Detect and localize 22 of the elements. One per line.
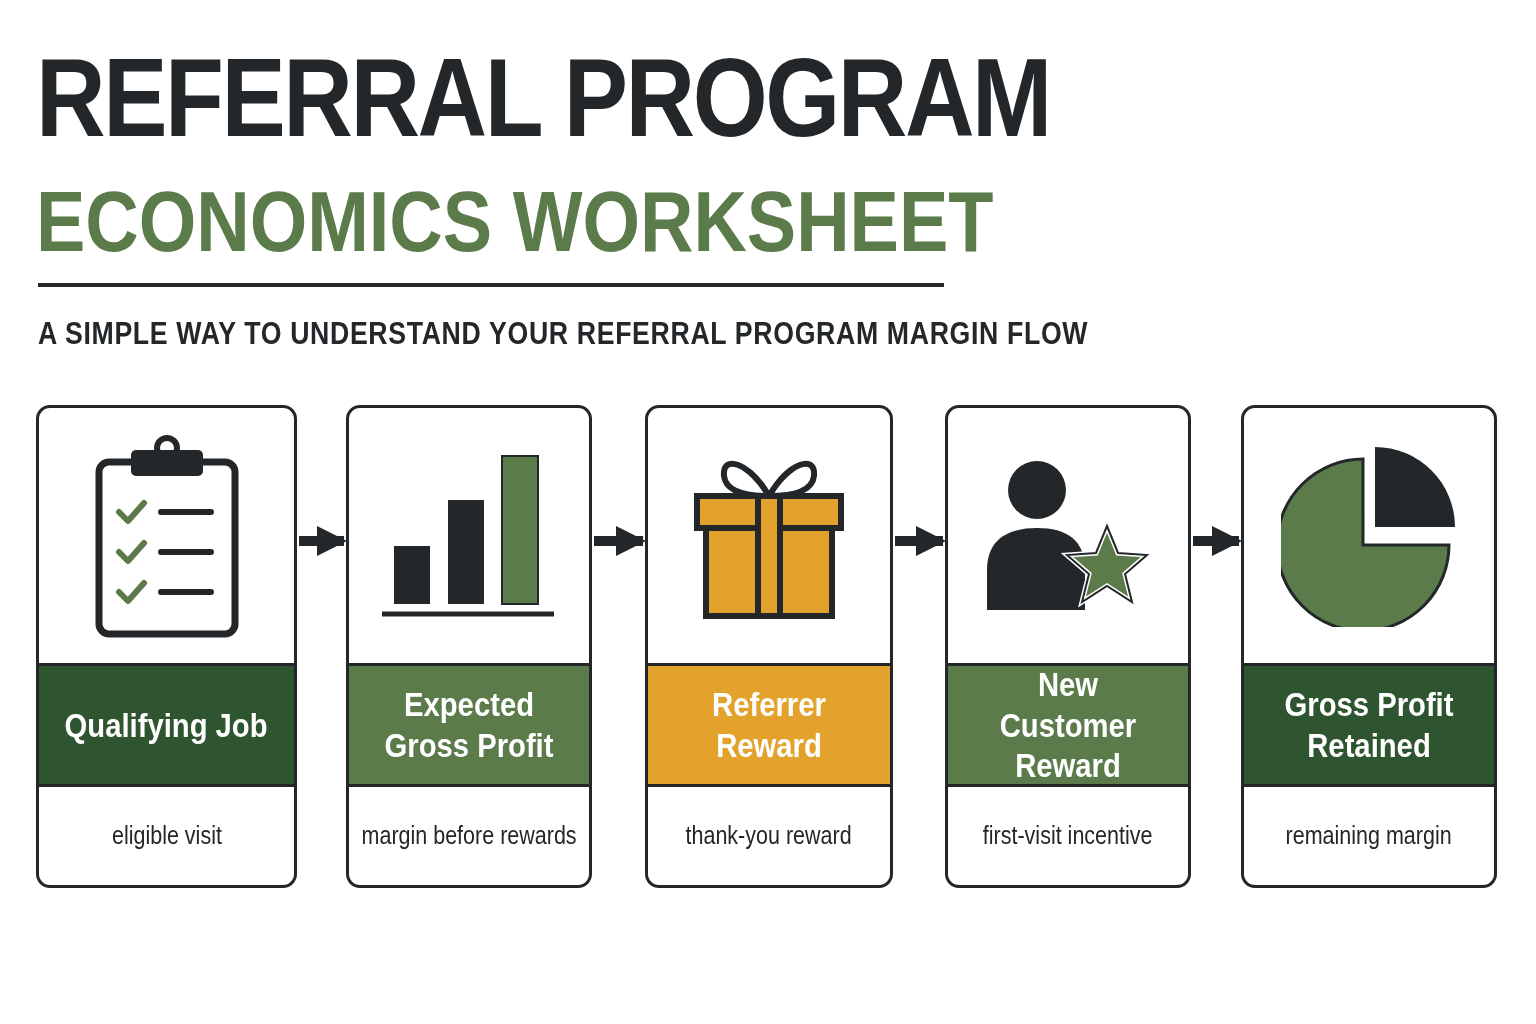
title: REFERRAL PROGRAM (36, 42, 1050, 154)
arrow (1193, 526, 1242, 556)
step-title: Expected Gross Profit (383, 684, 555, 766)
subtitle: ECONOMICS WORKSHEET (36, 178, 994, 264)
step-description: margin before rewards (361, 820, 577, 852)
step-description: eligible visit (111, 820, 222, 852)
step-title: Referrer Reward (711, 684, 827, 766)
step-card (36, 405, 297, 888)
step-title: Gross Profit Retained (1283, 684, 1455, 766)
step-description: remaining margin (1285, 820, 1453, 852)
step-title: New Customer Reward (998, 663, 1138, 787)
step-description: thank-you reward (685, 820, 853, 852)
arrow (299, 526, 347, 556)
tagline: A SIMPLE WAY TO UNDERSTAND YOUR REFERRAL PROGRAM MARGIN FLOW (38, 318, 1089, 349)
step-card (346, 405, 592, 888)
step-card (645, 405, 893, 888)
step-card (945, 405, 1191, 888)
step-title: Qualifying Job (64, 704, 269, 746)
step-description: first-visit incentive (983, 820, 1153, 852)
step-card (1241, 405, 1497, 888)
arrow (895, 526, 946, 556)
arrow (594, 526, 646, 556)
